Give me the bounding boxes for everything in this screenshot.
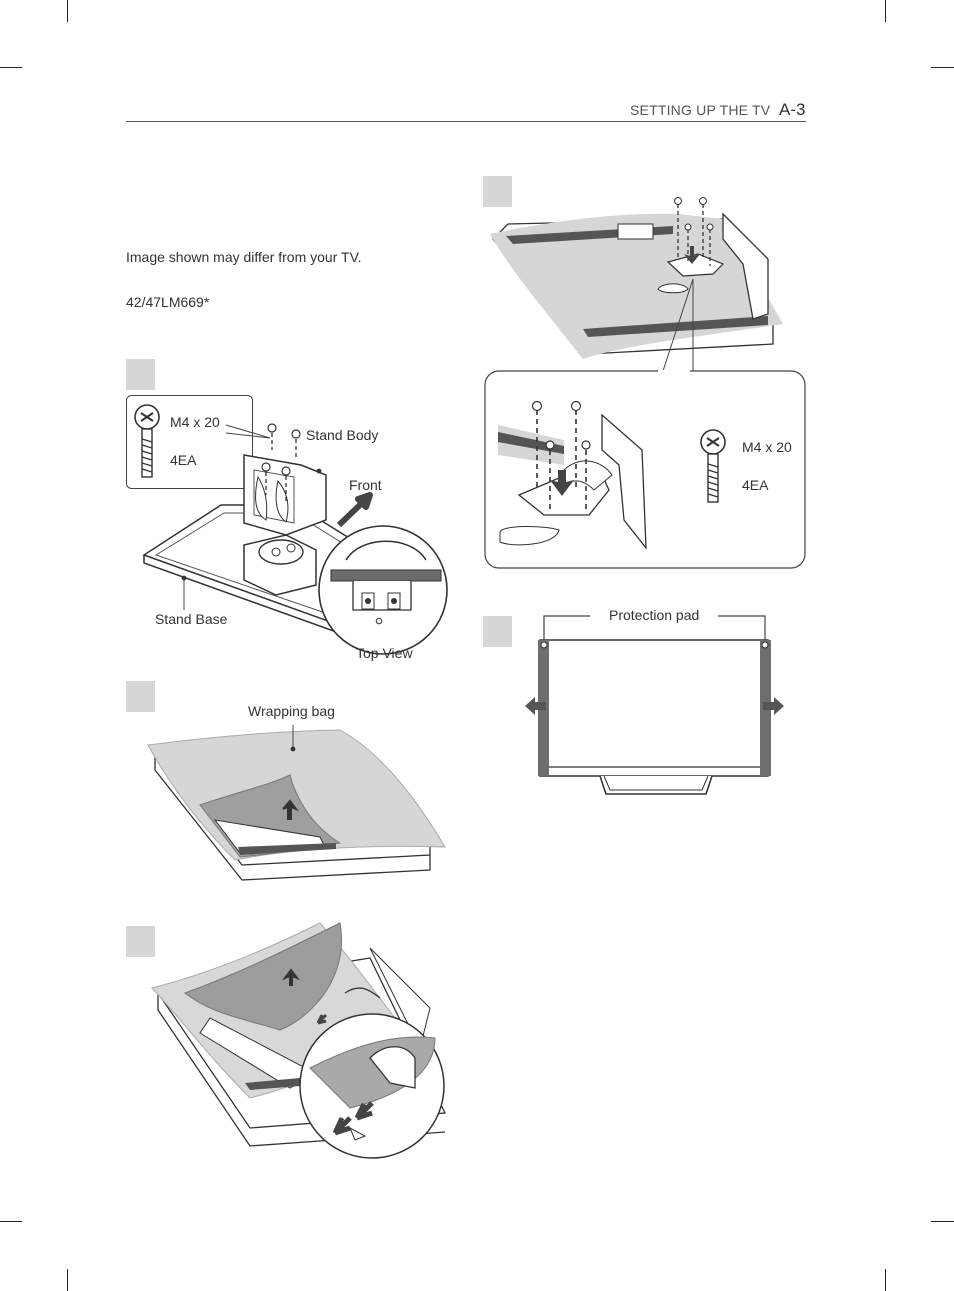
protection-pad-label: Protection pad <box>609 607 700 623</box>
crop-mark <box>0 1221 22 1222</box>
stand-assembly-illustration <box>126 395 448 655</box>
crop-mark <box>885 1269 886 1291</box>
step-3-marker <box>126 926 155 957</box>
crop-mark <box>931 1221 954 1222</box>
section-title: SETTING UP THE TV <box>630 102 771 118</box>
screw-spec-label: M4 x 20 <box>742 439 792 455</box>
model-number: 42/47LM669* <box>126 294 210 310</box>
detail-callout-illustration <box>484 370 806 569</box>
crop-mark <box>0 67 22 68</box>
crop-mark <box>931 67 954 68</box>
step-2-marker <box>126 681 155 712</box>
image-note: Image shown may differ from your TV. <box>126 249 362 265</box>
stand-body-label: Stand Body <box>306 427 379 443</box>
front-label: Front <box>349 477 382 493</box>
wrapping-bag-illustration <box>147 725 446 881</box>
screw-icon <box>700 429 726 503</box>
crop-mark <box>885 0 886 22</box>
page-number: A-3 <box>779 100 806 119</box>
top-view-label: Top View <box>356 645 413 661</box>
screw-qty-label: 4EA <box>170 452 197 468</box>
step-1-marker <box>126 359 155 390</box>
attach-stand-illustration <box>490 197 783 372</box>
crop-mark <box>67 1269 68 1291</box>
screw-spec-label: M4 x 20 <box>170 414 220 430</box>
protection-pad-illustration <box>525 615 784 795</box>
stand-base-label: Stand Base <box>155 611 228 627</box>
screw-icon <box>134 404 160 478</box>
crop-mark <box>67 0 68 22</box>
step-4-marker <box>483 176 512 207</box>
wrapping-bag-label: Wrapping bag <box>248 703 335 719</box>
screw-qty-label: 4EA <box>742 477 769 493</box>
header-rule <box>126 121 806 122</box>
step-5-marker <box>483 616 512 647</box>
remove-bag-illustration <box>151 922 447 1159</box>
